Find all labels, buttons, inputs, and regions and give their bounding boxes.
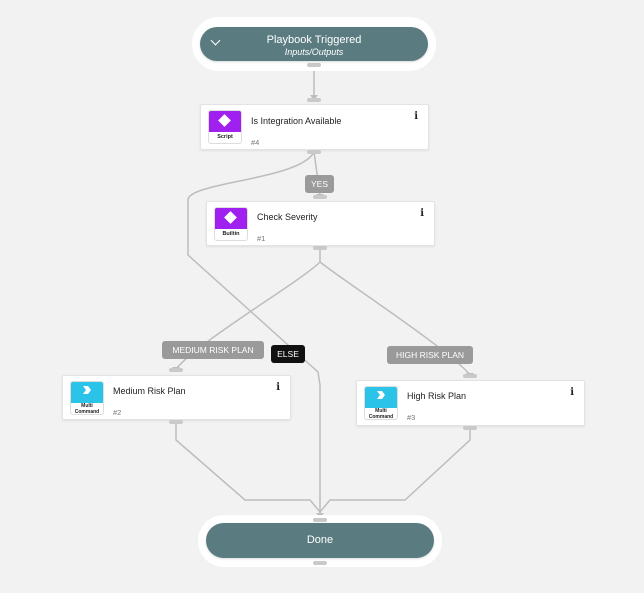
multi-command-badge: Multi Command (71, 403, 103, 414)
badge-line: Multi (81, 403, 93, 409)
task-name: Medium Risk Plan (113, 386, 186, 396)
condition-label-high-risk: HIGH RISK PLAN (387, 346, 473, 364)
edge-severity-to-high (319, 261, 471, 376)
chevron-right-icon (377, 391, 385, 399)
info-icon[interactable]: i (570, 387, 574, 398)
integration-input-port[interactable] (307, 98, 321, 102)
start-node-subtitle[interactable]: Inputs/Outputs (284, 47, 344, 57)
edge-medium-to-done (175, 422, 321, 513)
builtin-badge: Builtin (222, 231, 240, 237)
task-name: Check Severity (257, 212, 318, 222)
severity-output-port[interactable] (313, 246, 327, 250)
diamond-icon (218, 114, 231, 127)
info-icon[interactable]: i (414, 111, 418, 122)
high-input-port[interactable] (463, 374, 477, 378)
end-input-port[interactable] (313, 518, 327, 522)
script-task-icon: Script (208, 110, 242, 144)
start-node[interactable]: Playbook Triggered Inputs/Outputs (200, 27, 428, 61)
task-number: #4 (251, 138, 260, 147)
badge-line: Multi (375, 408, 387, 414)
task-check-severity[interactable]: Builtin Check Severity #1 i (206, 201, 435, 246)
medium-output-port[interactable] (169, 420, 183, 424)
builtin-task-icon: Builtin (214, 207, 248, 241)
end-node[interactable]: Done (206, 523, 434, 558)
severity-input-port[interactable] (313, 195, 327, 199)
task-number: #1 (257, 234, 266, 243)
multi-command-task-icon: Multi Command (364, 386, 398, 420)
start-output-port[interactable] (307, 63, 321, 67)
badge-line: Command (74, 409, 100, 415)
task-number: #2 (113, 408, 122, 417)
task-name: High Risk Plan (407, 391, 467, 401)
chevron-right-icon (83, 386, 91, 394)
medium-input-port[interactable] (169, 368, 183, 372)
high-output-port[interactable] (463, 426, 477, 430)
task-number: #3 (407, 413, 416, 422)
edge-high-to-done (319, 428, 471, 513)
script-badge: Script (217, 134, 233, 140)
end-output-port[interactable] (313, 561, 327, 565)
task-name: Is Integration Available (251, 116, 342, 126)
end-node-title: Done (306, 534, 334, 546)
condition-label-medium-risk: MEDIUM RISK PLAN (162, 341, 264, 359)
start-node-title: Playbook Triggered (266, 34, 362, 46)
task-medium-risk-plan[interactable]: Multi Command Medium Risk Plan #2 i (62, 375, 291, 420)
task-integration[interactable]: Script Is Integration Available #4 i (200, 104, 429, 150)
multi-command-task-icon: Multi Command (70, 381, 104, 415)
condition-label-else: ELSE (271, 345, 305, 363)
condition-label-yes: YES (305, 175, 334, 193)
info-icon[interactable]: i (420, 208, 424, 219)
badge-line: Command (368, 414, 394, 420)
integration-output-port[interactable] (307, 150, 321, 154)
multi-command-badge: Multi Command (365, 408, 397, 419)
edge-else-to-done (187, 151, 321, 518)
info-icon[interactable]: i (276, 382, 280, 393)
diamond-icon (224, 211, 237, 224)
task-high-risk-plan[interactable]: Multi Command High Risk Plan #3 i (356, 380, 585, 426)
